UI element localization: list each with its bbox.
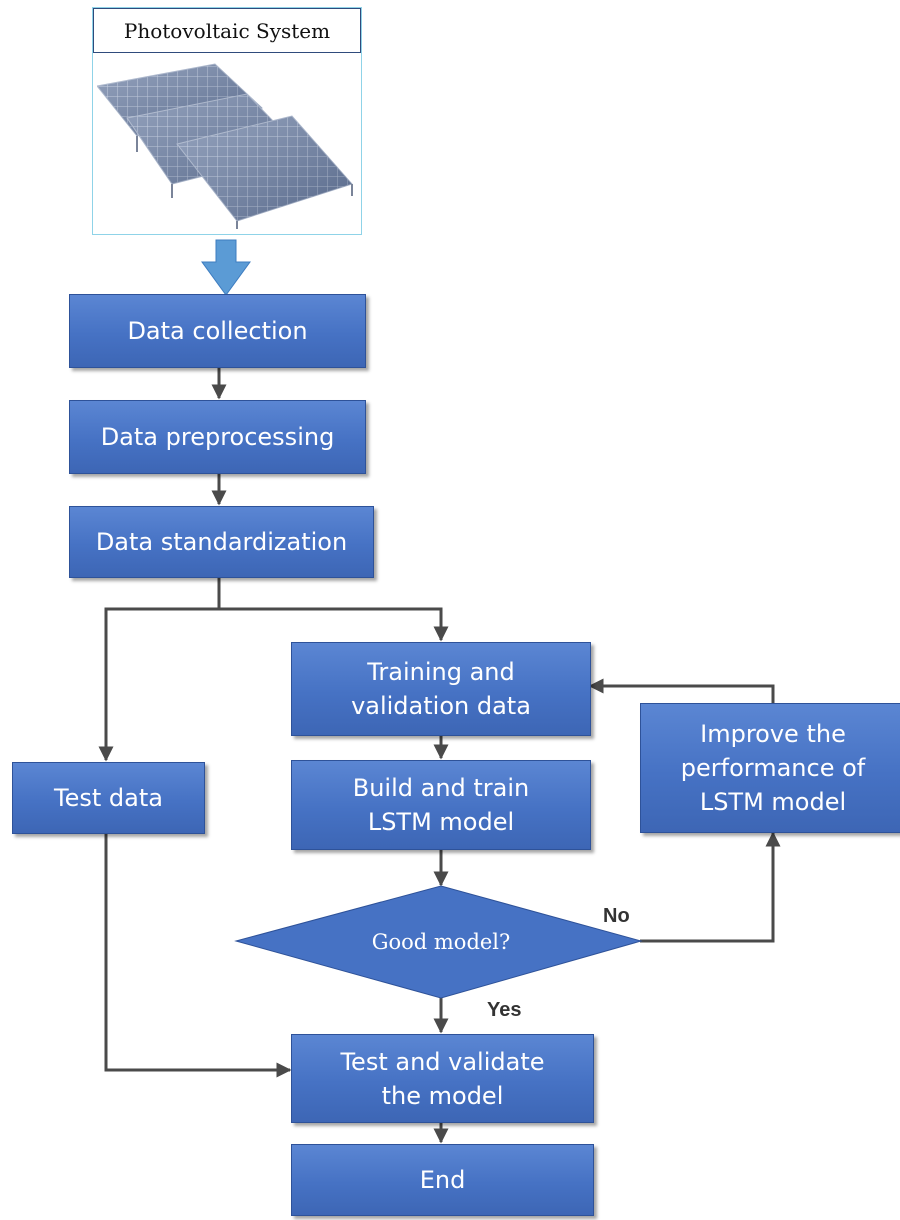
end-label: End: [419, 1166, 466, 1194]
no-label: No: [603, 905, 630, 927]
data-collection-label: Data collection: [127, 317, 308, 345]
edge-decision-no: [640, 831, 781, 943]
edge-standardization-training: [217, 578, 449, 642]
edge-standardization-test: [98, 607, 219, 762]
build-train-label: Build and train LSTM model: [352, 774, 530, 836]
test-data-box: Test data: [12, 762, 205, 834]
build-train-box: Build and train LSTM model: [291, 760, 591, 850]
improve-performance-box: Improve the performance of LSTM model: [640, 703, 900, 833]
test-data-label: Test data: [54, 784, 163, 812]
data-standardization-box: Data standardization: [69, 506, 374, 578]
decision-diamond: [234, 885, 643, 999]
solar-panel-icon: [97, 63, 353, 229]
training-validation-box: Training and validation data: [291, 642, 591, 736]
data-preprocessing-box: Data preprocessing: [69, 400, 366, 474]
data-standardization-label: Data standardization: [95, 528, 348, 556]
edge-test-to-validate: [104, 834, 292, 1078]
photovoltaic-title: Photovoltaic System: [93, 8, 361, 53]
improve-performance-label: Improve the performance of LSTM model: [680, 720, 866, 816]
data-preprocessing-label: Data preprocessing: [100, 423, 335, 451]
training-validation-label: Training and validation data: [351, 658, 531, 720]
test-validate-box: Test and validate the model: [291, 1034, 594, 1123]
edge-improve-training: [588, 678, 775, 703]
yes-label: Yes: [487, 999, 522, 1021]
big-down-arrow: [201, 239, 251, 296]
test-validate-label: Test and validate the model: [340, 1047, 545, 1110]
decision-label: Good model?: [371, 930, 511, 954]
data-collection-box: Data collection: [69, 294, 366, 368]
photovoltaic-panel: Photovoltaic System: [92, 7, 362, 235]
end-box: End: [291, 1144, 594, 1216]
